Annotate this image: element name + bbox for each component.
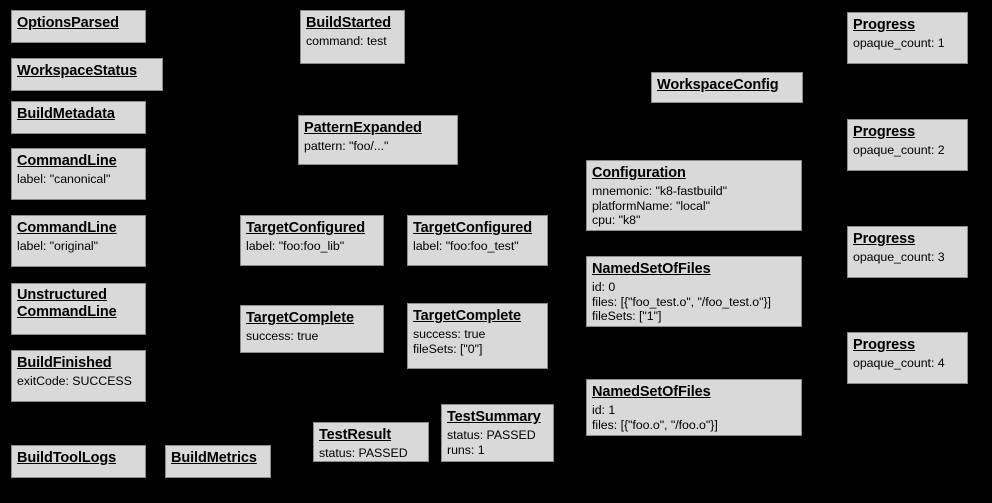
node-field: runs: 1	[447, 442, 485, 457]
node-field: label: "foo:foo_test"	[413, 238, 519, 253]
node-pattern-expanded[interactable]: PatternExpanded pattern: "foo/..."	[298, 115, 458, 165]
node-fields: label: "original"	[17, 239, 140, 254]
node-title: Progress	[853, 337, 916, 353]
node-title: WorkspaceConfig	[657, 77, 779, 93]
node-field: id: 1	[592, 402, 616, 417]
node-workspace-status[interactable]: WorkspaceStatus	[11, 58, 163, 91]
node-fields: exitCode: SUCCESS	[17, 374, 140, 389]
node-field: files: [{"foo.o", "/foo.o"}]	[592, 417, 718, 432]
node-target-complete-lib[interactable]: TargetComplete success: true	[240, 305, 384, 353]
node-title: TestResult	[319, 427, 392, 443]
node-fields: label: "foo:foo_test"	[413, 239, 542, 254]
node-options-parsed[interactable]: OptionsParsed	[11, 10, 146, 43]
node-fields: success: true	[246, 329, 378, 344]
node-fields: status: PASSED	[319, 446, 423, 461]
node-field: status: PASSED	[319, 445, 408, 460]
node-field: opaque_count: 3	[853, 249, 945, 264]
node-field: files: [{"foo_test.o", "/foo_test.o"}]	[592, 294, 771, 309]
node-title: TargetConfigured	[246, 220, 365, 236]
node-configuration[interactable]: Configuration mnemonic: "k8-fastbuild"pla…	[586, 160, 802, 231]
node-field: success: true	[413, 326, 486, 341]
node-fields: label: "foo:foo_lib"	[246, 239, 378, 254]
node-build-metadata[interactable]: BuildMetadata	[11, 101, 146, 134]
node-field: success: true	[246, 328, 319, 343]
node-progress-1[interactable]: Progress opaque_count: 1	[847, 12, 968, 64]
node-field: fileSets: ["1"]	[592, 309, 662, 324]
node-fields: opaque_count: 1	[853, 36, 962, 51]
node-title: BuildToolLogs	[17, 450, 117, 466]
node-field: cpu: "k8"	[592, 213, 641, 228]
node-title: TargetComplete	[413, 308, 521, 324]
node-field: platformName: "local"	[592, 198, 710, 213]
node-title: Progress	[853, 231, 916, 247]
node-command-line-original[interactable]: CommandLine label: "original"	[11, 215, 146, 267]
node-title: NamedSetOfFiles	[592, 261, 711, 277]
node-field: fileSets: ["0"]	[413, 341, 483, 356]
node-field: exitCode: SUCCESS	[17, 373, 132, 388]
node-title-line: CommandLine	[17, 304, 117, 321]
node-progress-2[interactable]: Progress opaque_count: 2	[847, 119, 968, 171]
node-fields: label: "canonical"	[17, 172, 140, 187]
node-title: WorkspaceStatus	[17, 63, 137, 79]
node-title: OptionsParsed	[17, 15, 119, 31]
node-test-result[interactable]: TestResult status: PASSED	[313, 422, 429, 462]
node-progress-4[interactable]: Progress opaque_count: 4	[847, 332, 968, 384]
node-target-configured-foo-test[interactable]: TargetConfigured label: "foo:foo_test"	[407, 215, 548, 266]
node-workspace-config[interactable]: WorkspaceConfig	[651, 72, 803, 103]
node-build-tool-logs[interactable]: BuildToolLogs	[11, 445, 146, 478]
node-field: label: "original"	[17, 238, 98, 253]
node-build-started[interactable]: BuildStarted command: test	[300, 10, 405, 64]
node-field: opaque_count: 4	[853, 355, 945, 370]
node-command-line-canonical[interactable]: CommandLine label: "canonical"	[11, 148, 146, 200]
node-title: BuildStarted	[306, 15, 392, 31]
node-title-line: Unstructured	[17, 287, 107, 303]
node-field: command: test	[306, 33, 387, 48]
node-title: TargetComplete	[246, 310, 354, 326]
node-fields: opaque_count: 4	[853, 356, 962, 371]
node-fields: pattern: "foo/..."	[304, 139, 452, 154]
node-title: TestSummary	[447, 409, 541, 425]
node-title: Progress	[853, 124, 916, 140]
node-progress-3[interactable]: Progress opaque_count: 3	[847, 226, 968, 278]
node-build-finished[interactable]: BuildFinished exitCode: SUCCESS	[11, 350, 146, 402]
node-title: PatternExpanded	[304, 120, 422, 136]
node-build-metrics[interactable]: BuildMetrics	[165, 445, 271, 478]
node-fields: command: test	[306, 34, 399, 49]
node-title: CommandLine	[17, 153, 117, 169]
node-field: mnemonic: "k8-fastbuild"	[592, 183, 728, 198]
node-title: BuildFinished	[17, 355, 112, 371]
node-fields: mnemonic: "k8-fastbuild"platformName: "l…	[592, 184, 796, 228]
node-title: BuildMetadata	[17, 106, 115, 122]
node-field: opaque_count: 2	[853, 142, 945, 157]
node-field: id: 0	[592, 279, 616, 294]
node-title: Progress	[853, 17, 916, 33]
node-fields: opaque_count: 3	[853, 250, 962, 265]
node-fields: opaque_count: 2	[853, 143, 962, 158]
node-field: pattern: "foo/..."	[304, 138, 389, 153]
node-field: opaque_count: 1	[853, 35, 945, 50]
node-title: BuildMetrics	[171, 450, 257, 466]
node-field: status: PASSED	[447, 427, 536, 442]
node-target-configured-foo-lib[interactable]: TargetConfigured label: "foo:foo_lib"	[240, 215, 384, 266]
node-title: NamedSetOfFiles	[592, 384, 711, 400]
node-title: Configuration	[592, 165, 686, 181]
node-field: label: "foo:foo_lib"	[246, 238, 345, 253]
node-field: label: "canonical"	[17, 171, 111, 186]
node-title: TargetConfigured	[413, 220, 532, 236]
node-title: CommandLine	[17, 220, 117, 236]
